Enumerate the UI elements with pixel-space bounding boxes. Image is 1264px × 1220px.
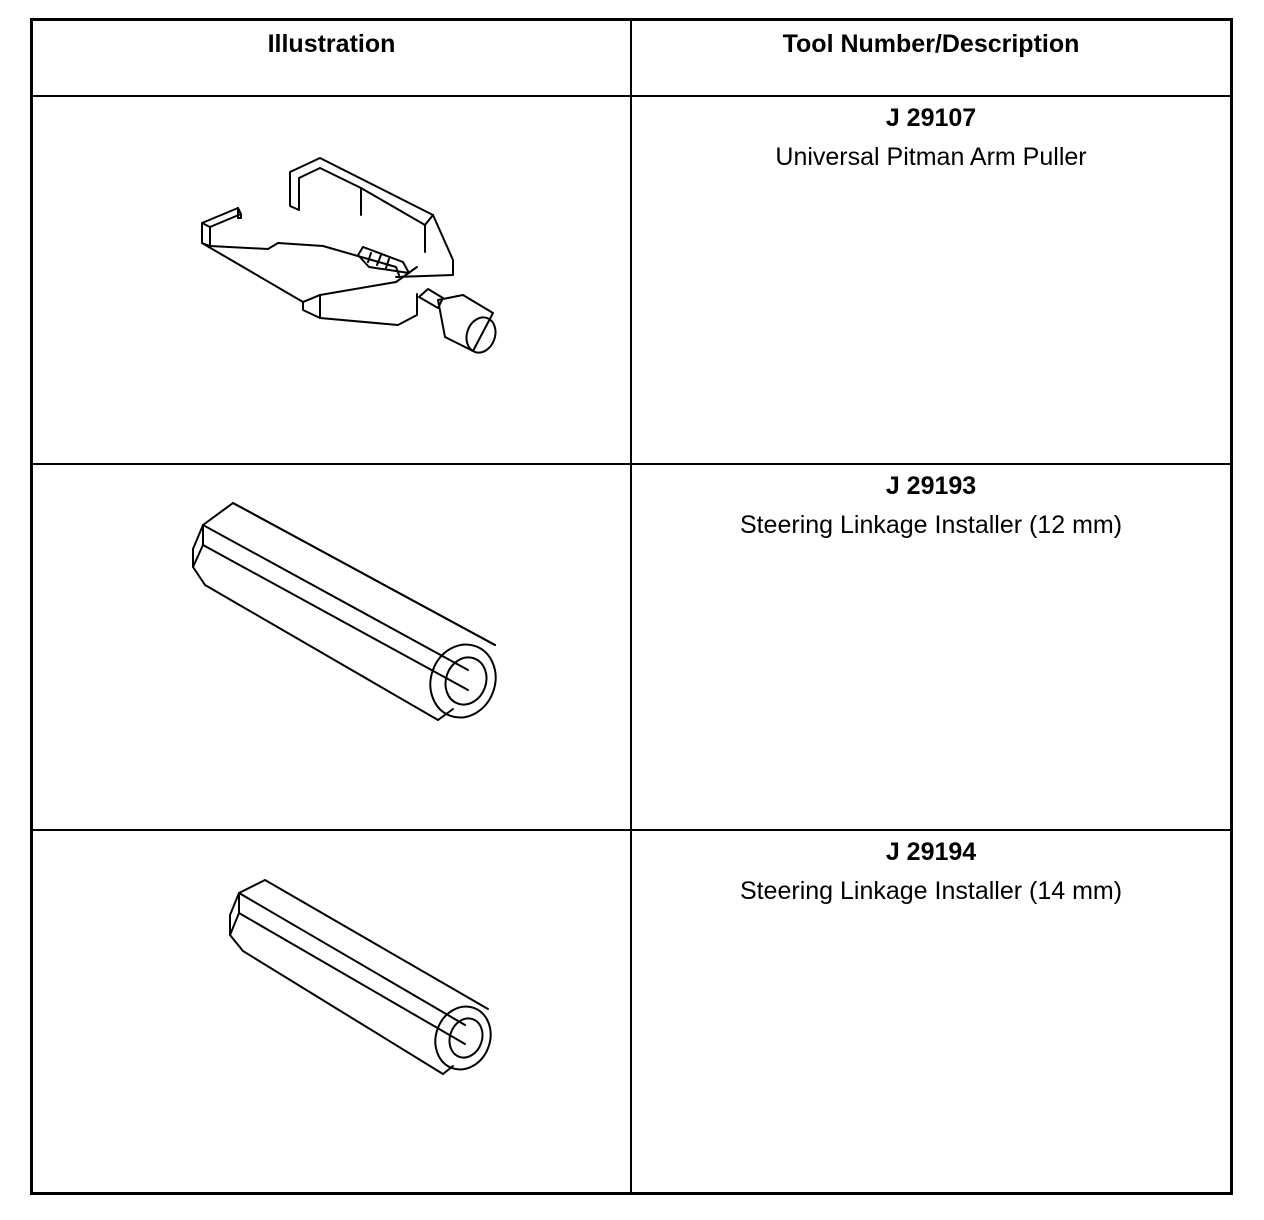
table-row: J 29193 Steering Linkage Installer (12 m… <box>33 465 1230 831</box>
tool-number: J 29194 <box>885 838 977 866</box>
illustration-cell <box>33 831 632 1192</box>
tool-description: Steering Linkage Installer (14 mm) <box>739 877 1123 905</box>
special-tools-table: Illustration Tool Number/Description <box>30 18 1233 1195</box>
illustration-cell <box>33 465 632 829</box>
header-cell-tool: Tool Number/Description <box>632 21 1230 95</box>
table-header-row: Illustration Tool Number/Description <box>33 21 1230 97</box>
header-illustration: Illustration <box>267 30 396 58</box>
tool-description-cell: J 29194 Steering Linkage Installer (14 m… <box>632 831 1230 1192</box>
table-row: J 29194 Steering Linkage Installer (14 m… <box>33 831 1230 1192</box>
header-tool-number-description: Tool Number/Description <box>782 30 1080 58</box>
pitman-arm-puller-icon <box>201 157 497 354</box>
steering-linkage-installer-icon <box>192 502 497 721</box>
tool-number: J 29107 <box>885 104 977 132</box>
tool-description: Steering Linkage Installer (12 mm) <box>739 511 1123 539</box>
header-cell-illustration: Illustration <box>33 21 632 95</box>
table-row: J 29107 Universal Pitman Arm Puller <box>33 97 1230 465</box>
tool-description-cell: J 29107 Universal Pitman Arm Puller <box>632 97 1230 463</box>
tool-number: J 29193 <box>885 472 977 500</box>
tool-description: Universal Pitman Arm Puller <box>775 143 1087 171</box>
steering-linkage-installer-icon <box>229 879 492 1075</box>
tool-description-cell: J 29193 Steering Linkage Installer (12 m… <box>632 465 1230 829</box>
illustration-cell <box>33 97 632 463</box>
